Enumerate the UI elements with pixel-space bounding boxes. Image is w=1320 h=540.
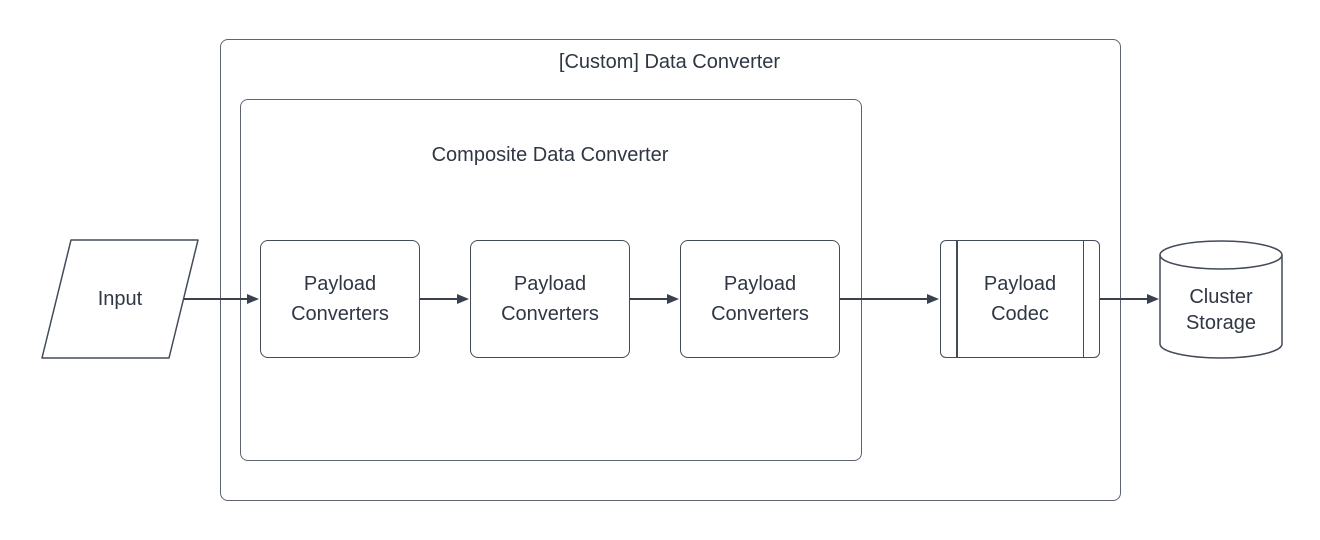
arrow-input-to-converter1: [184, 294, 259, 303]
input-parallelogram-shape: [41, 239, 199, 359]
payload-converters-label-3: Payload Converters: [711, 273, 809, 325]
payload-converters-label-1: Payload Converters: [291, 273, 389, 325]
arrow-codec-to-storage: [1100, 294, 1159, 303]
outer-container-custom-data-converter: [220, 39, 1121, 501]
payload-converters-box-1: Payload Converters: [260, 240, 420, 358]
codec-left-bar: [956, 241, 958, 357]
payload-codec-label: Payload Codec: [983, 273, 1057, 325]
inner-container-title: Composite Data Converter: [431, 144, 669, 166]
payload-converters-label-2: Payload Converters: [501, 273, 599, 325]
payload-codec-box: Payload Codec: [940, 240, 1100, 358]
payload-converters-box-3: Payload Converters: [680, 240, 840, 358]
arrow-converter3-to-codec: [840, 294, 939, 303]
outer-container-title: [Custom] Data Converter: [558, 51, 781, 73]
payload-converters-box-2: Payload Converters: [470, 240, 630, 358]
cluster-storage-cylinder-shape: [1159, 240, 1283, 359]
inner-container-composite-data-converter: [240, 99, 862, 461]
arrow-converter1-to-converter2: [420, 294, 469, 303]
arrow-converter2-to-converter3: [630, 294, 679, 303]
codec-right-bar: [1082, 241, 1084, 357]
